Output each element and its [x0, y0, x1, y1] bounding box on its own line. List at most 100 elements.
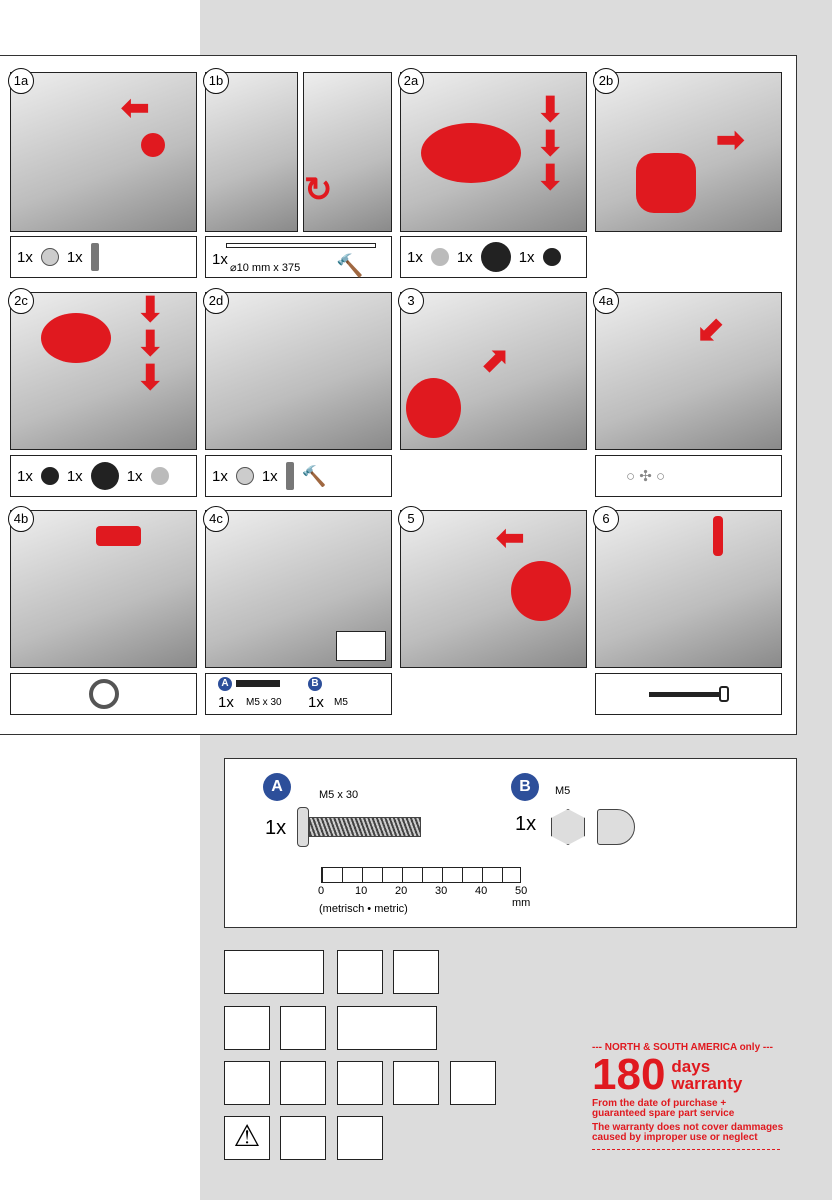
step-6-parts	[595, 673, 782, 715]
screw-head-icon	[297, 807, 309, 847]
hardware-box: A M5 x 30 1x B M5 1x 0 10 20 30 40 50 mm…	[224, 758, 797, 928]
part-qty: 1x	[218, 694, 234, 711]
part-qty: 1x	[308, 694, 324, 711]
warranty-line: guaranteed spare part service	[592, 1108, 735, 1119]
ruler-tick: 20	[395, 885, 408, 897]
cap-icon	[542, 248, 561, 266]
step-label-2d: 2d	[203, 288, 229, 314]
wheel-icon	[480, 242, 511, 272]
step-label-2c: 2c	[8, 288, 34, 314]
step-2d-parts: 1x 1x 🔨	[205, 455, 392, 497]
step-5-image: ⬅	[400, 510, 587, 668]
age-supervision-pictogram	[224, 950, 324, 994]
step-label-1b: 1b	[203, 68, 229, 94]
step-2b-image: ➡	[595, 72, 782, 232]
part-spec: M5	[334, 697, 348, 708]
step-1b-image-right: ↻	[303, 72, 392, 232]
step-4b-image	[10, 510, 197, 668]
warranty-divider	[592, 1149, 780, 1150]
badge-b: B	[308, 677, 322, 691]
step-4c-parts: A 1x M5 x 30 B 1x M5	[205, 673, 392, 715]
ruler-tick: 30	[435, 885, 448, 897]
badge-a: A	[218, 677, 232, 691]
part-qty: 1x	[212, 467, 228, 485]
warranty-region: --- NORTH & SOUTH AMERICA only ---	[592, 1042, 773, 1053]
part-qty: 1x	[126, 467, 143, 485]
ruler-caption: (metrisch • metric)	[319, 903, 408, 915]
step-label-4a: 4a	[593, 288, 619, 314]
part-qty: 1x	[17, 248, 33, 266]
warranty-line: The warranty does not cover dammages	[592, 1122, 784, 1133]
no-traffic-pictogram	[280, 1061, 326, 1105]
warranty-days: 180	[592, 1050, 666, 1099]
screw-qty: 1x	[265, 817, 287, 839]
ruler	[321, 867, 521, 883]
part-qty: 1x	[518, 248, 535, 266]
step-label-4c: 4c	[203, 506, 229, 532]
hubcap-icon	[150, 467, 169, 485]
step-6-image	[595, 510, 782, 668]
pin-icon	[648, 691, 719, 697]
cap-nut-icon	[597, 809, 635, 845]
step-4b-parts	[10, 673, 197, 715]
steering-wheel-icon	[88, 679, 119, 709]
wear-shoes-pictogram	[450, 1061, 496, 1105]
step-label-5: 5	[398, 506, 424, 532]
washers-icon: ○ ✣ ○	[626, 468, 666, 485]
washer-icon	[40, 248, 59, 266]
part-qty: 1x	[17, 467, 33, 485]
step-1b-parts: 1x⌀10 mm x 375🔨	[205, 236, 392, 278]
hammer-icon: 🔨	[301, 465, 327, 488]
badge-b: B	[511, 773, 539, 801]
step-label-6: 6	[593, 506, 619, 532]
ruler-tick: 0	[318, 885, 325, 897]
ruler-tick: 40	[475, 885, 488, 897]
part-qty: 1x	[407, 248, 423, 266]
step-4a-image: ⬋	[595, 292, 782, 450]
step-label-2b: 2b	[593, 68, 619, 94]
badge-a: A	[263, 773, 291, 801]
bushing-icon	[90, 243, 99, 271]
warranty-block: --- NORTH & SOUTH AMERICA only --- 180 d…	[592, 1042, 792, 1150]
step-label-2a: 2a	[398, 68, 424, 94]
no-stairs-pictogram	[393, 1061, 439, 1105]
step-1b-image-left	[205, 72, 298, 232]
cap-icon	[40, 467, 59, 485]
step-label-4b: 4b	[8, 506, 34, 532]
warranty-line: From the date of purchase +	[592, 1098, 727, 1109]
warranty-label: warranty	[671, 1074, 743, 1093]
step-3-image: ⬈	[400, 292, 587, 450]
screw-icon	[236, 680, 280, 687]
step-2c-parts: 1x 1x 1x	[10, 455, 197, 497]
wheel-icon	[90, 462, 119, 490]
ruler-unit: mm	[512, 897, 531, 909]
part-spec: ⌀10 mm x 375	[230, 262, 301, 274]
no-slopes-pictogram	[280, 1116, 326, 1160]
part-qty: 1x	[66, 467, 83, 485]
part-qty: 1x	[261, 467, 278, 485]
no-water-pictogram	[337, 1061, 383, 1105]
screw-spec: M5 x 30	[319, 789, 359, 801]
tools-icon	[336, 631, 386, 661]
no-slopes-pictogram	[337, 1116, 383, 1160]
part-qty: 1x	[212, 251, 228, 268]
screw-thread-icon	[309, 817, 421, 837]
step-2d-image	[205, 292, 392, 450]
nut-qty: 1x	[515, 813, 537, 835]
stop-hand-pictogram	[224, 1061, 270, 1105]
ruler-tick: 10	[355, 885, 368, 897]
step-2c-image: ⬇⬇⬇	[10, 292, 197, 450]
ruler-tick: 50	[515, 885, 528, 897]
pin-ring-icon	[718, 686, 729, 702]
adult-assembly-required-pictogram	[337, 1006, 437, 1050]
step-4a-parts: ○ ✣ ○	[595, 455, 782, 497]
step-1a-image: ⬅	[10, 72, 197, 232]
no-multiple-riders-pictogram	[337, 950, 383, 994]
step-2a-image: ⬇⬇⬇	[400, 72, 587, 232]
axle-rod-icon	[226, 243, 376, 248]
part-qty: 1x	[456, 248, 473, 266]
step-label-1a: 1a	[8, 68, 34, 94]
washer-icon	[235, 467, 254, 485]
